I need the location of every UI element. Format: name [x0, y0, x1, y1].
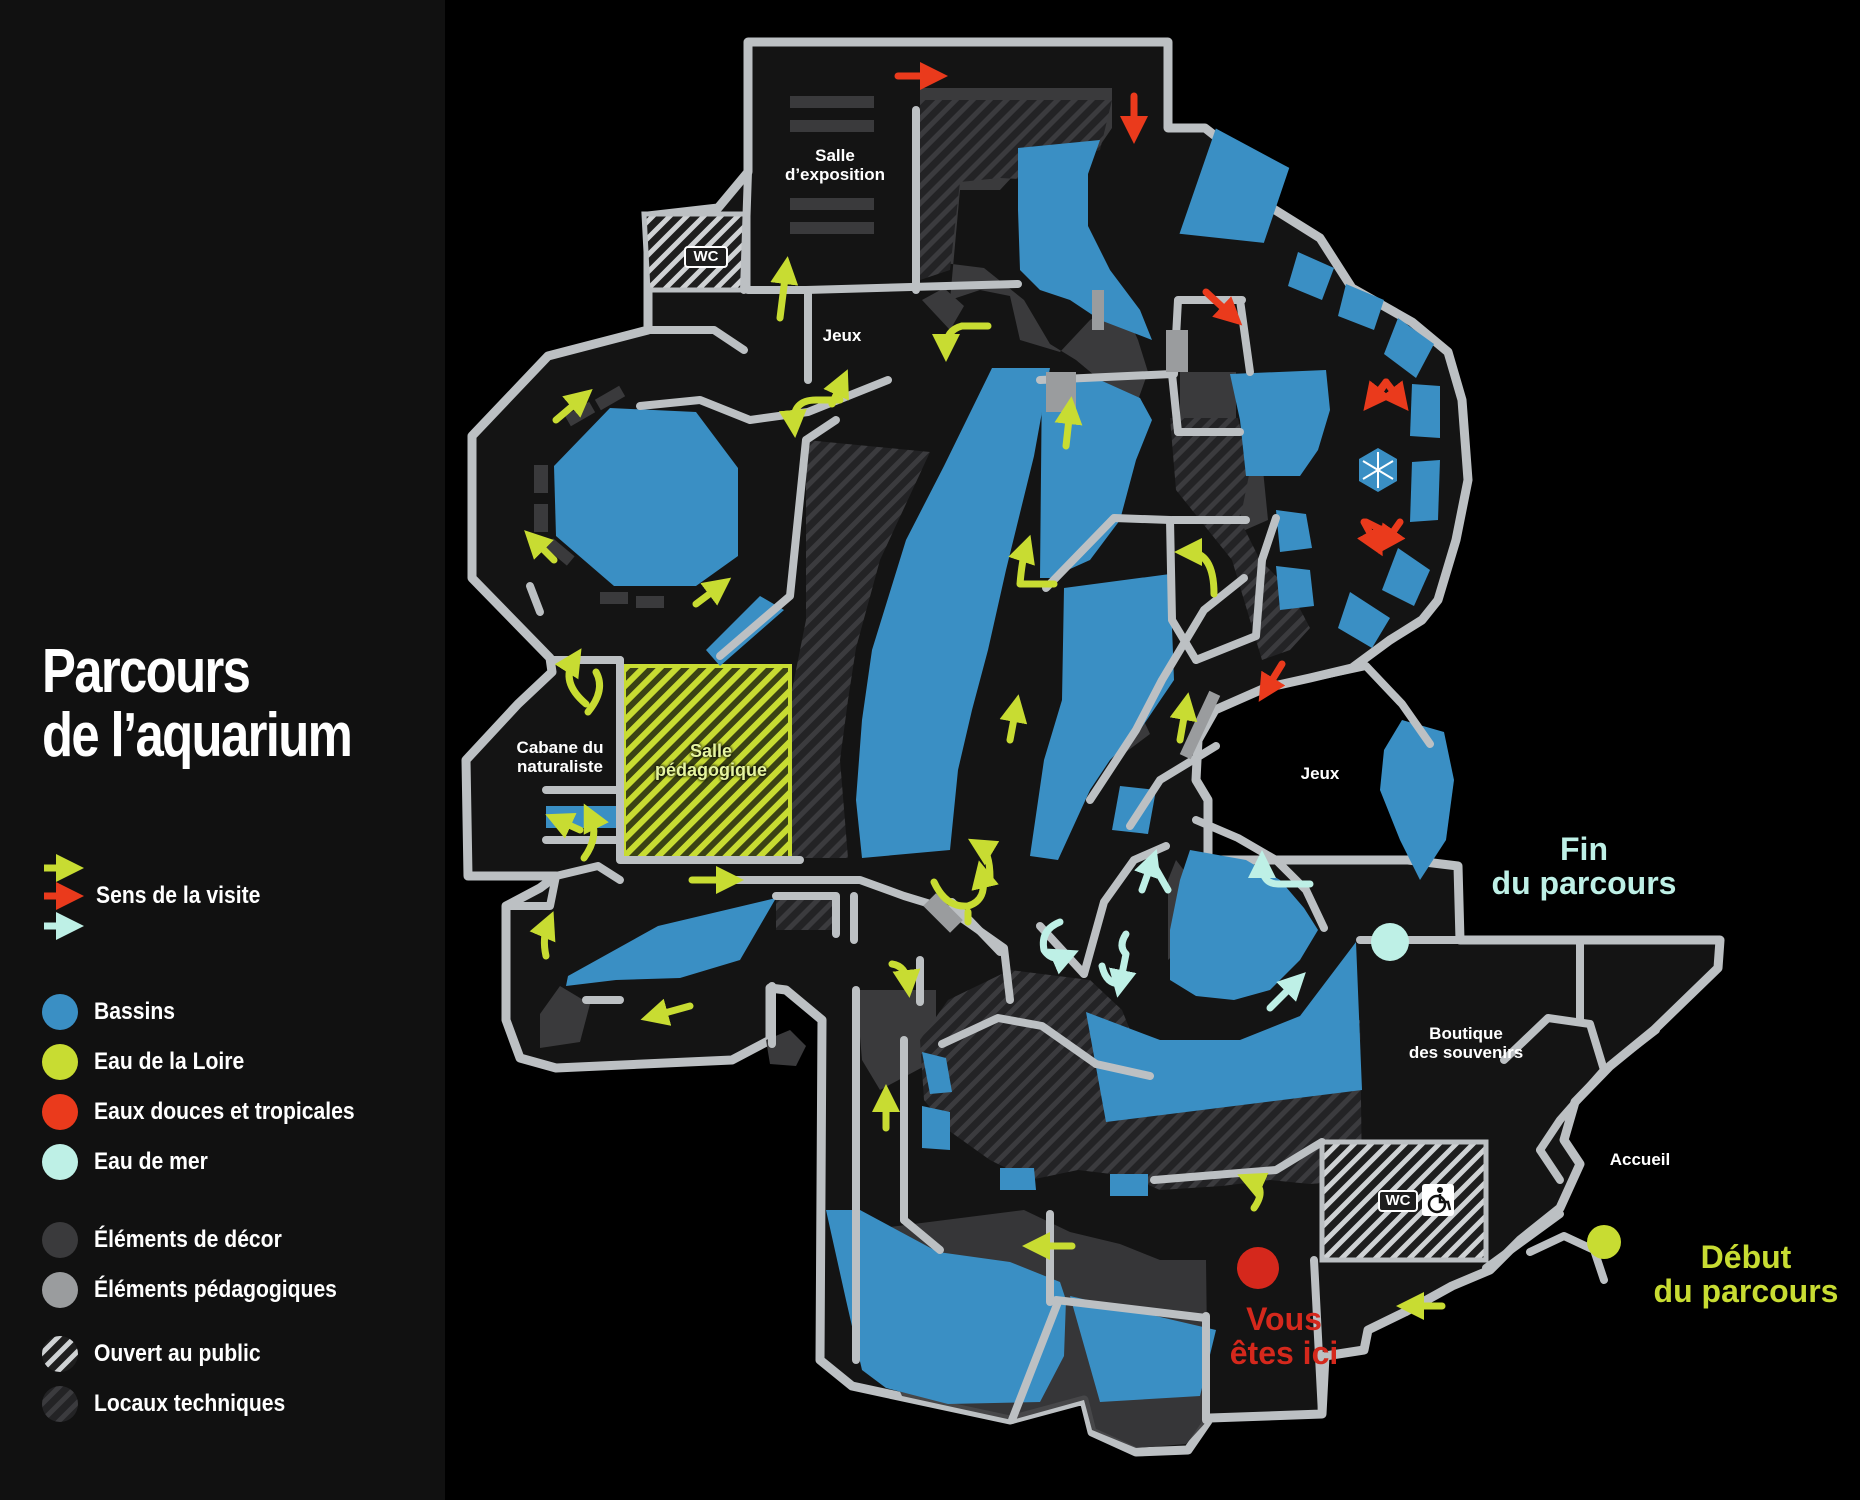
legend-label-bassins: Bassins	[94, 998, 176, 1025]
room-label-boutique: Boutique des souvenirs	[1408, 1024, 1524, 1062]
fin-parcours-label: Fin du parcours	[1491, 831, 1677, 901]
legend-row-pedagogiques: Éléments pédagogiques	[40, 1270, 370, 1310]
room-label-salle-pedagogique: Salle pédagogique	[655, 741, 767, 780]
legend-row-locaux-techniques: Locaux techniques	[40, 1384, 311, 1424]
loire-route-arrows	[524, 256, 1446, 1320]
legend-label-eau-loire: Eau de la Loire	[94, 1048, 245, 1075]
interior-walls	[468, 106, 1660, 1424]
room-label-salle-exposition: Salle d’exposition	[784, 146, 886, 184]
sea-route-arrows	[1039, 848, 1314, 1012]
debut-marker	[1587, 1225, 1621, 1259]
legend-row-visit-direction: Sens de la visite	[40, 876, 283, 916]
legend-row-bassins: Bassins	[40, 992, 186, 1032]
fin-marker	[1371, 923, 1409, 961]
wheelchair-icon	[1422, 1184, 1454, 1216]
snowflake-icon	[1359, 448, 1397, 492]
legend-row-eau-mer: Eau de mer	[40, 1142, 223, 1182]
legend-row-ouvert-public: Ouvert au public	[40, 1334, 283, 1374]
vous-etes-ici-label: Vous êtes ici	[1229, 1301, 1339, 1371]
legend-label-eaux-tropicales: Eaux douces et tropicales	[94, 1098, 355, 1125]
legend-label-ouvert-public: Ouvert au public	[94, 1340, 261, 1367]
map-title-line1: Parcours	[42, 637, 251, 706]
legend-label-pedagogiques: Éléments pédagogiques	[94, 1276, 337, 1303]
legend-row-eau-loire: Eau de la Loire	[40, 1042, 265, 1082]
tropical-route-arrows	[894, 62, 1409, 702]
map-title: Parcours de l’aquarium	[42, 637, 353, 770]
room-label-jeux-right: Jeux	[1300, 764, 1340, 783]
room-label-wc-top: WC	[684, 246, 728, 268]
legend-label-decor: Éléments de décor	[94, 1226, 282, 1253]
room-label-cabane-naturaliste: Cabane du naturaliste	[516, 738, 604, 776]
you-are-here-marker	[1237, 1247, 1279, 1289]
legend-row-decor: Éléments de décor	[40, 1220, 307, 1260]
room-label-wc-bottom: WC	[1378, 1190, 1418, 1212]
room-label-jeux-top: Jeux	[822, 326, 862, 345]
debut-parcours-label: Début du parcours	[1653, 1239, 1839, 1309]
legend-label-locaux-techniques: Locaux techniques	[94, 1390, 286, 1417]
legend-label-eau-mer: Eau de mer	[94, 1148, 208, 1175]
expo-benches	[534, 96, 874, 608]
map-title-line2: de l’aquarium	[42, 701, 353, 770]
legend-label-visit-direction: Sens de la visite	[96, 882, 261, 909]
legend-row-eaux-tropicales: Eaux douces et tropicales	[40, 1092, 390, 1132]
room-label-accueil: Accueil	[1609, 1150, 1671, 1169]
pedagogic-elements	[923, 290, 1221, 933]
legend-swatches	[42, 854, 84, 1422]
